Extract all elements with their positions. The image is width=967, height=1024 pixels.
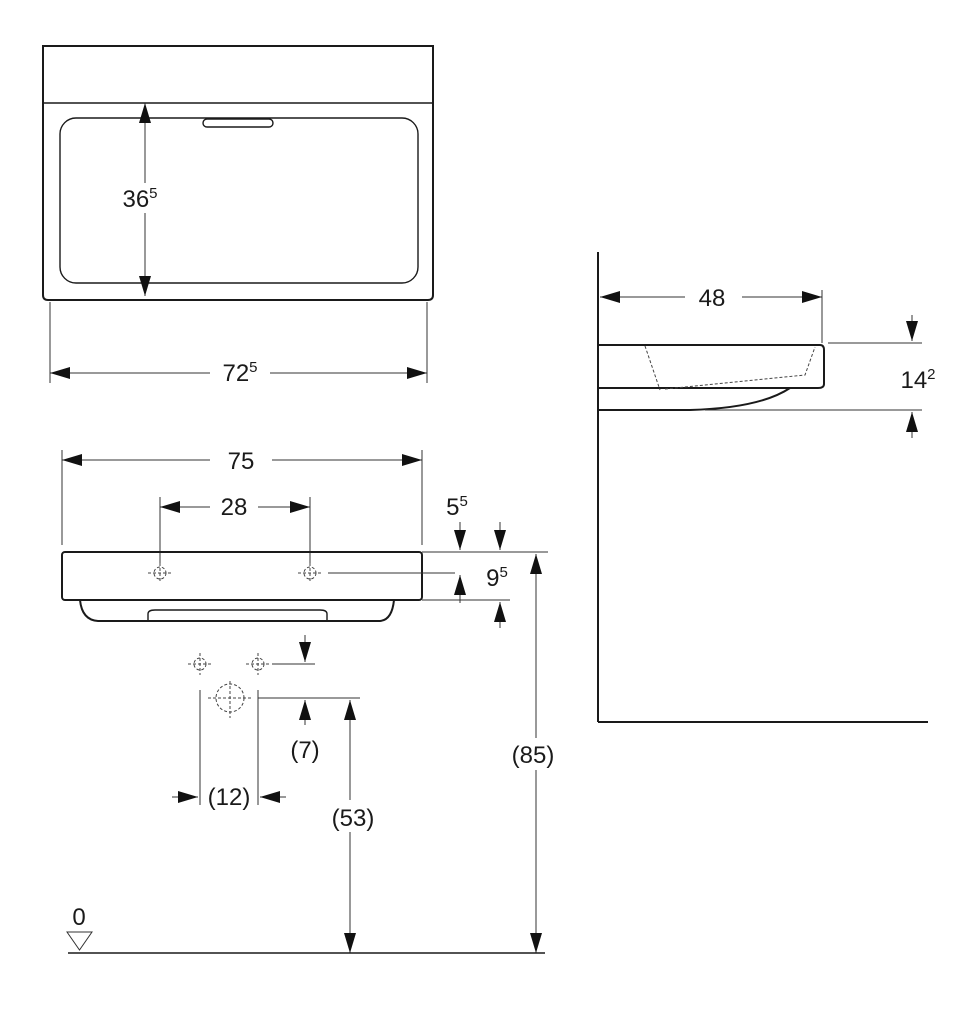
overall-width-label: 75 — [228, 448, 255, 475]
projection-label: 48 — [699, 285, 726, 312]
floor-level-triangle-icon — [66, 931, 93, 951]
waste-height-label: (53) — [332, 805, 375, 832]
supply-spacing-label: (12) — [208, 784, 251, 811]
supply-left — [188, 653, 212, 675]
rim-height-label: (85) — [512, 742, 555, 769]
tap-hole-left — [148, 563, 172, 583]
tap-spacing-label: 28 — [221, 494, 248, 521]
overflow-slot — [202, 118, 274, 128]
height-label: 142 — [900, 366, 935, 394]
basin-outline — [42, 45, 434, 301]
basin-bowl — [59, 117, 419, 284]
supply-height-label: (7) — [290, 737, 319, 764]
floor-level-label: 0 — [72, 904, 85, 931]
rim-thickness-label: 95 — [486, 564, 508, 592]
front-view: 75 28 55 95 (7) (12) (5 — [61, 448, 563, 954]
supply-right — [246, 653, 270, 675]
depth-label: 365 — [122, 185, 157, 213]
top-view: 365 725 — [42, 45, 434, 387]
side-view: 48 142 — [597, 252, 936, 723]
tap-offset-label: 55 — [446, 493, 468, 521]
basin-front — [61, 551, 423, 601]
waste-outlet — [208, 681, 252, 718]
width-label: 725 — [222, 359, 257, 387]
tap-hole-right — [298, 563, 322, 583]
